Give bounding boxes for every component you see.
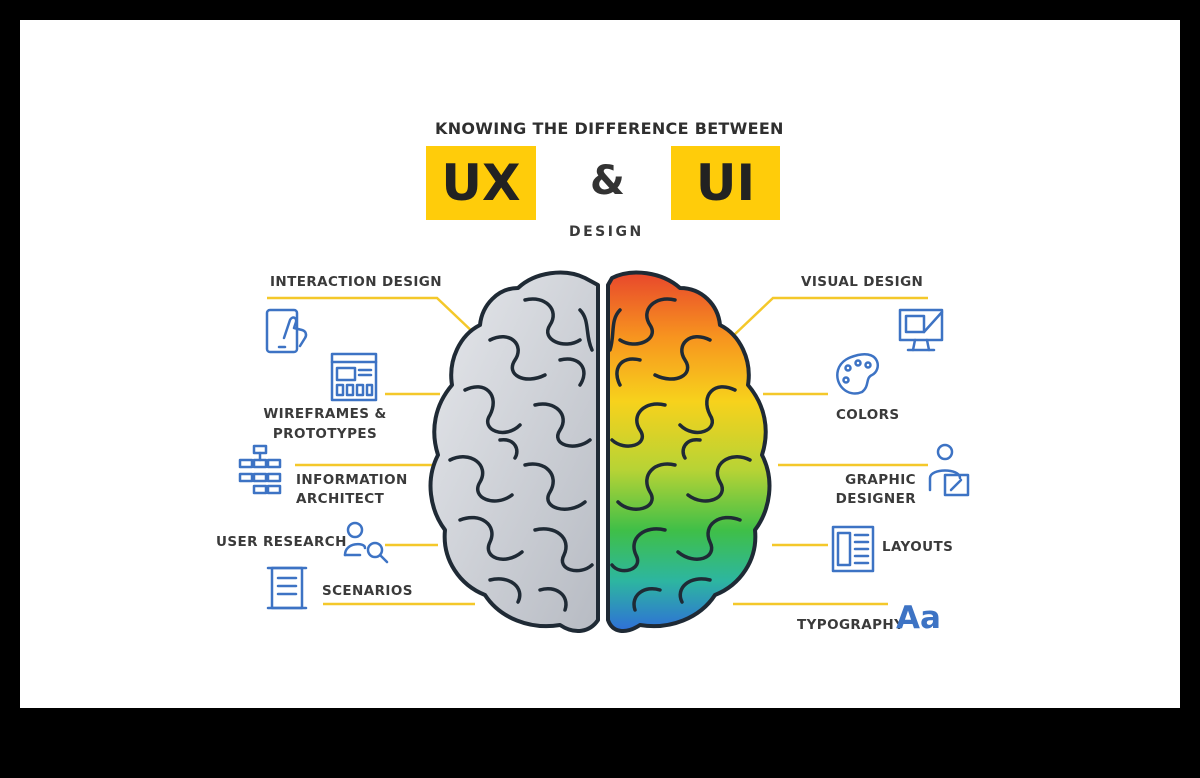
wireframe-icon — [330, 352, 378, 402]
information-line1: INFORMATION — [296, 472, 408, 488]
wireframes-line2: PROTOTYPES — [272, 426, 378, 442]
scroll-icon — [266, 566, 308, 610]
monitor-paint-icon — [898, 308, 944, 352]
left-hemisphere-ux — [428, 270, 600, 633]
infographic-title: KNOWING THE DIFFERENCE BETWEEN — [435, 119, 784, 138]
information-line2: ARCHITECT — [296, 491, 385, 507]
ux-text: UX — [441, 154, 521, 212]
design-subtitle: DESIGN — [569, 224, 644, 240]
user-research-label: USER RESEARCH — [216, 534, 347, 550]
ui-badge: UI — [671, 146, 780, 220]
graphic-line1: GRAPHIC — [845, 472, 916, 488]
ui-text: UI — [695, 154, 756, 212]
right-hemisphere-ui — [606, 270, 772, 633]
graphic-line2: DESIGNER — [835, 491, 916, 507]
layout-icon — [831, 525, 875, 573]
wireframes-prototypes-label: WIREFRAMES & PROTOTYPES — [260, 406, 390, 442]
designer-icon — [928, 443, 970, 497]
ux-badge: UX — [426, 146, 536, 220]
ui-connector-lines — [732, 296, 928, 606]
ampersand: & — [590, 158, 625, 204]
typography-icon: Aa — [896, 600, 941, 636]
layouts-label: LAYOUTS — [882, 539, 954, 555]
ux-connector-lines — [267, 296, 478, 606]
user-search-icon — [343, 521, 389, 564]
information-architect-label: INFORMATION ARCHITECT — [296, 472, 408, 507]
interaction-design-label: INTERACTION DESIGN — [270, 274, 442, 290]
palette-icon — [836, 352, 879, 395]
visual-design-label: VISUAL DESIGN — [801, 274, 924, 290]
infographic-canvas: KNOWING THE DIFFERENCE BETWEEN UX & UI D… — [20, 20, 1180, 708]
tablet-touch-icon — [265, 308, 308, 354]
graphic-designer-label: GRAPHIC DESIGNER — [810, 472, 916, 507]
scenarios-label: SCENARIOS — [322, 583, 413, 599]
wireframes-line1: WIREFRAMES & — [263, 406, 387, 422]
diagram-art — [238, 270, 970, 633]
colors-label: COLORS — [836, 407, 900, 423]
sitemap-icon — [238, 444, 282, 495]
typography-label: TYPOGRAPHY — [797, 617, 905, 633]
